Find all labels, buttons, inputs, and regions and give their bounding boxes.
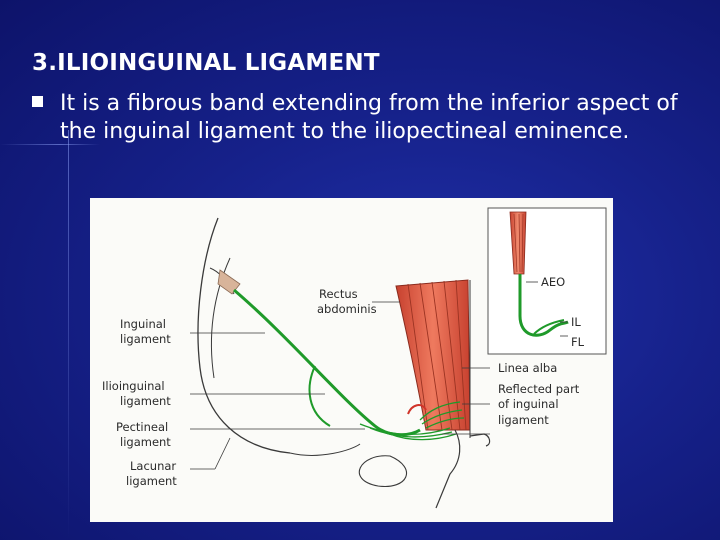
obturator-loop — [359, 456, 406, 487]
pubic-outline — [436, 430, 460, 508]
label-pectineal-1: Pectineal — [116, 420, 168, 434]
slide-title: 3.ILIOINGUINAL LIGAMENT — [32, 50, 380, 76]
label-rectus-1: Rectus — [319, 287, 358, 301]
label-pectineal-2: ligament — [120, 435, 171, 449]
label-inguinal-1: Inguinal — [120, 317, 166, 331]
label-fl: FL — [571, 335, 585, 349]
label-reflected-1: Reflected part — [498, 382, 580, 396]
inset-panel: AEO IL FL — [488, 208, 606, 354]
label-linea-alba: Linea alba — [498, 361, 557, 375]
label-reflected-3: ligament — [498, 413, 549, 427]
square-bullet-icon — [32, 96, 43, 107]
anatomy-diagram: Inguinal ligament Ilioinguinal ligament … — [90, 198, 613, 522]
rectus-abdominis-muscle — [396, 280, 470, 430]
label-il: IL — [571, 315, 581, 329]
anatomy-figure: Inguinal ligament Ilioinguinal ligament … — [90, 198, 613, 522]
pubic-hook — [470, 434, 490, 446]
label-rectus-2: abdominis — [317, 302, 377, 316]
label-aeo: AEO — [541, 275, 565, 289]
decorative-line-vertical — [68, 130, 69, 540]
label-ilioinguinal-1: Ilioinguinal — [102, 379, 165, 393]
label-reflected-2: of inguinal — [498, 397, 559, 411]
label-inguinal-2: ligament — [120, 332, 171, 346]
label-lacunar-2: ligament — [126, 474, 177, 488]
label-lacunar-1: Lacunar — [130, 459, 176, 473]
pelvis-lower-outline — [290, 444, 360, 455]
label-ilioinguinal-2: ligament — [120, 394, 171, 408]
bullet-text: It is a fibrous band extending from the … — [60, 90, 700, 146]
